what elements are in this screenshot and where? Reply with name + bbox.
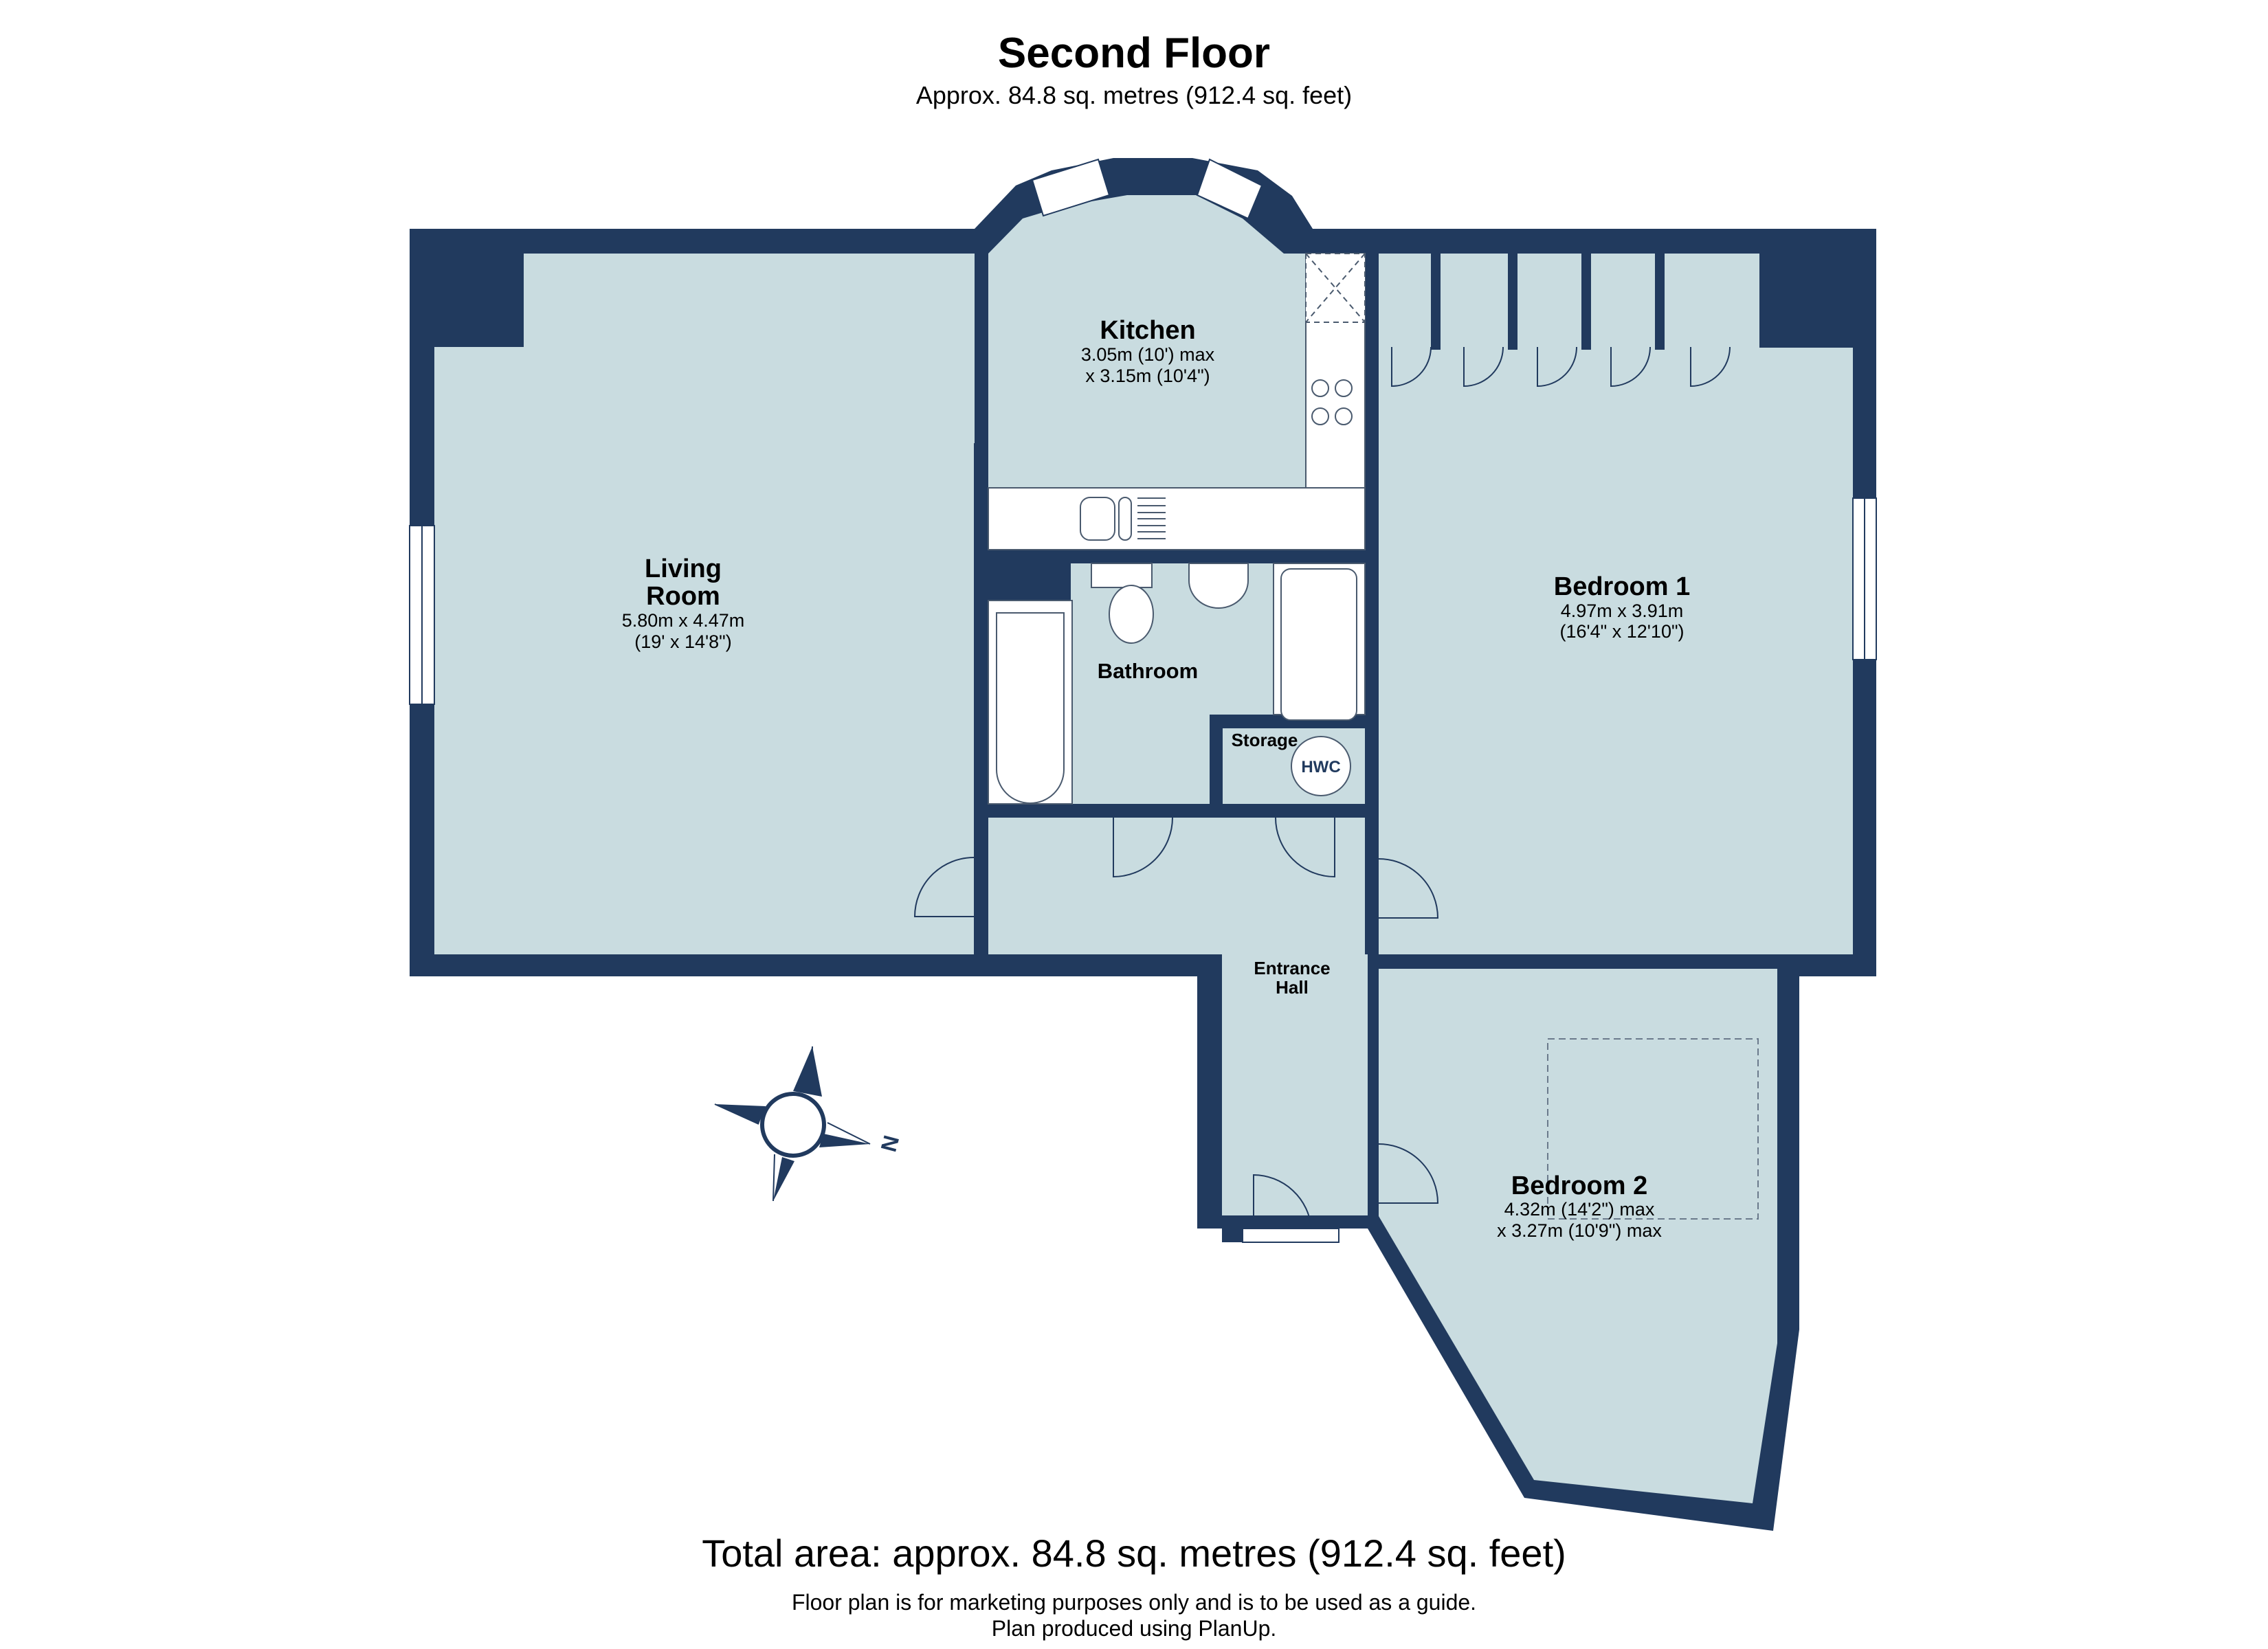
kitchen-fittings [988,253,1366,550]
kitchen-floor [988,195,1365,550]
bedroom2-dim-2: x 3.27m (10'9") max [1497,1220,1662,1241]
bathroom-fittings [988,563,1366,805]
living-room-dim-1: 5.80m x 4.47m [622,610,745,631]
living-room-name-1: Living [645,554,722,583]
bathroom-name: Bathroom [1098,659,1198,683]
bedroom1-floor [1379,254,1853,954]
bedroom1-dim-1: 4.97m x 3.91m [1561,601,1684,621]
north-label: N [876,1133,904,1155]
entrance-hall-name-2: Hall [1276,977,1309,998]
hob-icon [1311,379,1353,425]
hwc-label: HWC [1301,758,1340,776]
total-area: Total area: approx. 84.8 sq. metres (912… [702,1532,1566,1575]
worktop-bottom [988,487,1366,550]
hwc-circle [1291,736,1351,796]
sink-icon [1080,497,1166,541]
disclaimer-line-2: Plan produced using PlanUp. [991,1616,1277,1641]
storage-name: Storage [1232,730,1298,750]
living-room-dim-2: (19' x 14'8") [634,631,731,652]
entrance-hall-floor [1222,954,1368,1215]
living-room-floor [434,254,975,954]
bedroom1-door-swing [1378,858,1439,919]
storage-door-swing [1275,817,1335,878]
bedroom2-dim-1: 4.32m (14'2") max [1504,1199,1655,1220]
floor-area-subtitle: Approx. 84.8 sq. metres (912.4 sq. feet) [915,81,1353,109]
interior-walls [974,254,1665,1215]
floors [434,195,1853,1503]
entrance-hall-name-1: Entrance [1254,958,1330,978]
windows [409,158,1877,1243]
living-door-swing [913,857,975,917]
bedroom2-name: Bedroom 2 [1511,1171,1647,1200]
disclaimer-line-1: Floor plan is for marketing purposes onl… [791,1590,1477,1615]
bathroom-door-swing [1113,817,1173,878]
compass-rose-icon: N [714,1046,904,1202]
bedroom1-dim-2: (16'4" x 12'10") [1559,621,1684,642]
loft-hatch [1547,1038,1759,1220]
front-door-threshold [1242,1228,1339,1243]
front-door-swing [1253,1174,1312,1229]
toilet-icon [1109,585,1154,644]
doors [913,346,1731,1229]
kitchen-window-left [1031,158,1111,217]
page-title: Second Floor [997,30,1271,77]
basin-icon [1188,563,1249,609]
bedroom2-floor [1379,969,1777,1503]
bedroom1-name: Bedroom 1 [1554,572,1690,601]
kitchen-dim-2: x 3.15m (10'4") [1085,366,1210,386]
living-room-name-2: Room [646,582,720,611]
kitchen-window-right [1196,158,1263,220]
kitchen-dim-1: 3.05m (10') max [1081,344,1215,365]
bedroom2-door-swing [1378,1143,1439,1204]
hall-corridor-floor [988,818,1379,954]
kitchen-name: Kitchen [1100,316,1195,345]
